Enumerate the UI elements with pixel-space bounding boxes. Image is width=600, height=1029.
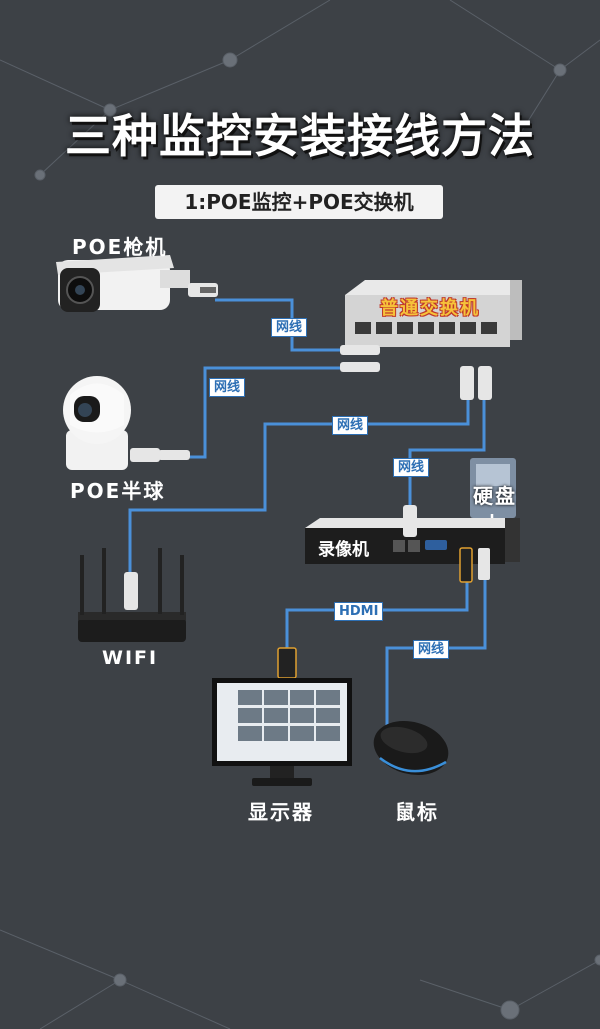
cable-label-wifi: 网线: [332, 416, 369, 435]
monitor-icon: [212, 647, 352, 786]
hard-disk-icon: [470, 458, 516, 531]
label-mouse: 鼠标: [395, 800, 439, 824]
page-subtitle: 1:POE监控+POE交换机: [155, 185, 443, 219]
wifi-router-icon: [78, 548, 186, 642]
cable-label-mouse: 网线: [413, 640, 450, 659]
switch-icon: [340, 280, 522, 400]
label-dome-camera: POE半球: [70, 479, 166, 503]
label-bullet-camera: POE枪机: [72, 235, 168, 259]
label-monitor: 显示器: [248, 800, 314, 824]
label-wifi: WIFI: [102, 647, 159, 669]
cable-lines: [128, 298, 487, 735]
cable-label-dome: 网线: [209, 378, 246, 397]
label-hdd: 硬盘: [473, 484, 517, 508]
label-nvr: 录像机: [318, 540, 369, 560]
page-title: 三种监控安装接线方法: [65, 109, 535, 163]
nvr-icon: [305, 505, 520, 583]
mouse-icon: [373, 721, 449, 775]
cable-dome-to-switch: [190, 366, 345, 459]
dome-camera-icon: [63, 376, 190, 470]
bullet-camera-icon: [56, 255, 218, 312]
label-switch: 普通交换机: [380, 298, 480, 319]
cable-label-nvr: 网线: [393, 458, 430, 477]
cable-label-hdmi: HDMI: [334, 602, 384, 621]
cable-nvr-to-switch: [408, 400, 486, 520]
cable-label-bullet: 网线: [271, 318, 308, 337]
cable-wifi-to-switch: [128, 400, 470, 580]
